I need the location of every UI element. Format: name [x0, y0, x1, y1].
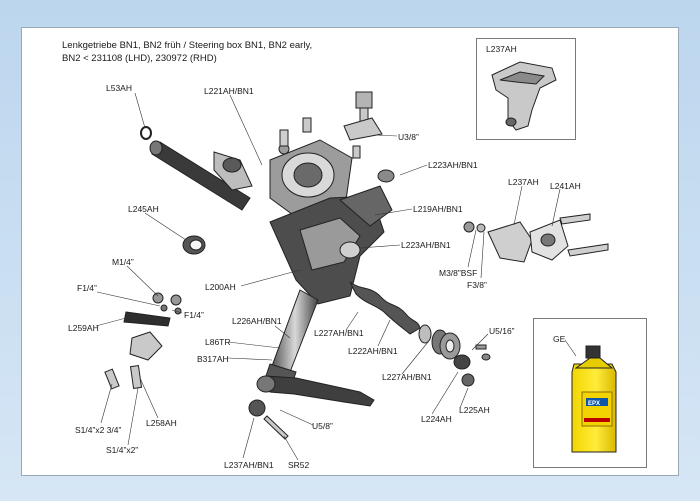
label-l223ahbn1a: L223AH/BN1	[428, 160, 478, 170]
title-line-2: BN2 < 231108 (LHD), 230972 (RHD)	[62, 53, 217, 64]
label-l221ahbn1: L221AH/BN1	[204, 86, 254, 96]
label-l259ah: L259AH	[68, 323, 99, 333]
label-u516: U5/16”	[489, 326, 515, 336]
label-m14: M1/4”	[112, 257, 134, 267]
lower-column	[265, 289, 319, 385]
label-l222ahbn1: L222AH/BN1	[348, 346, 398, 356]
label-l225ah: L225AH	[459, 405, 490, 415]
seal-ring	[182, 235, 206, 255]
label-m38bsf: M3/8”BSF	[439, 268, 478, 278]
leader-lines	[95, 92, 577, 461]
top-hardware	[302, 91, 395, 183]
label-f38: F3/8”	[467, 280, 487, 290]
label-s14x234: S1/4”x2 3/4”	[75, 425, 122, 435]
worm-shaft	[349, 281, 421, 335]
bracket-illustration	[491, 61, 557, 131]
label-l237ahbn1: L237AH/BN1	[224, 460, 274, 470]
label-l227ahbn1b: L227AH/BN1	[382, 372, 432, 382]
label-l53ah: L53AH	[106, 83, 132, 93]
label-b317ah: B317AH	[197, 354, 229, 364]
label-l223ahbn1b: L223AH/BN1	[401, 240, 451, 250]
label-u38: U3/8”	[398, 132, 419, 142]
label-f14b: F1/4”	[184, 310, 204, 320]
diagram-title: Lenkgetriebe BN1, BN2 früh / Steering bo…	[62, 39, 362, 65]
label-sr52: SR52	[288, 460, 310, 470]
label-inset-oil: GE	[553, 334, 566, 344]
label-l227ahbn1a: L227AH/BN1	[314, 328, 364, 338]
label-l241ah: L241AH	[550, 181, 581, 191]
label-l219ahbn1: L219AH/BN1	[413, 204, 463, 214]
drop-arm	[248, 375, 375, 417]
label-inset-bracket: L237AH	[486, 44, 517, 54]
label-s14x2: S1/4”x2”	[106, 445, 139, 455]
label-l226ahbn1: L226AH/BN1	[232, 316, 282, 326]
label-l200ah: L200AH	[205, 282, 236, 292]
steering-box-body	[269, 185, 393, 305]
coupling	[213, 151, 253, 191]
label-u58: U5/8”	[312, 421, 333, 431]
product-brand: EPX	[588, 401, 601, 407]
label-f14a: F1/4”	[77, 283, 97, 293]
clamp-parts	[104, 292, 182, 390]
label-l245ah: L245AH	[128, 204, 159, 214]
label-l86tr: L86TR	[205, 337, 231, 347]
label-l237ah: L237AH	[508, 177, 539, 187]
steering-column-tube	[140, 126, 251, 211]
label-l224ah: L224AH	[421, 414, 452, 424]
bolt-sr52	[263, 415, 289, 440]
mounting-brackets	[463, 213, 609, 263]
title-line-1: Lenkgetriebe BN1, BN2 früh / Steering bo…	[62, 40, 313, 51]
bearing-assembly	[418, 324, 491, 387]
label-l258ah: L258AH	[146, 418, 177, 428]
oil-bottle-illustration	[571, 345, 617, 453]
